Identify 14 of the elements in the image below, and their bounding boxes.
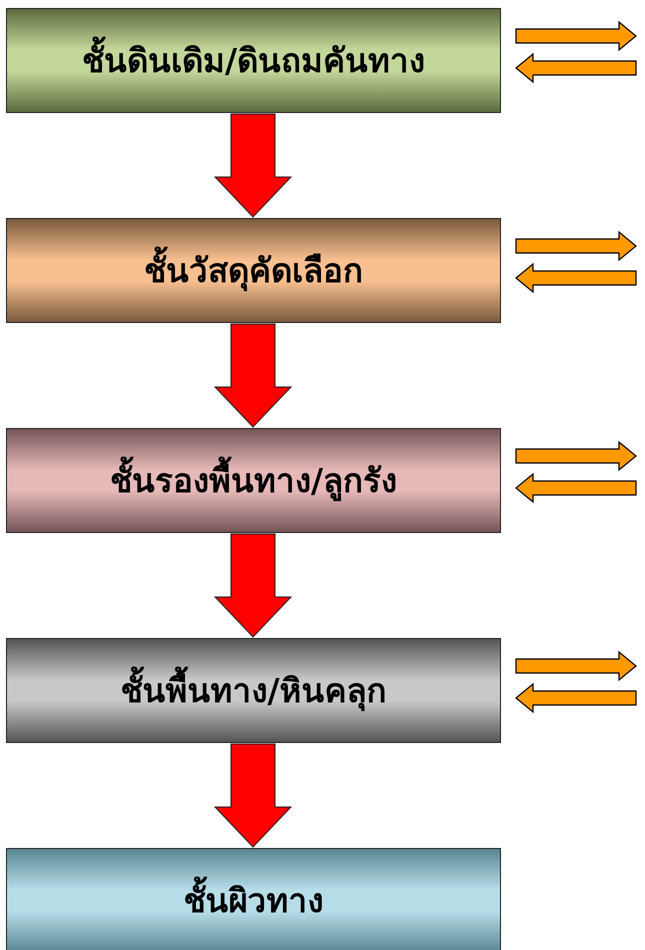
layer-box xyxy=(6,638,501,743)
block-arrow xyxy=(214,744,292,848)
layer-box xyxy=(6,218,501,323)
layer-box xyxy=(6,428,501,533)
block-arrow xyxy=(214,114,292,218)
layer-label: ชั้นวัสดุคัดเลือก xyxy=(144,244,363,297)
layer-box xyxy=(6,8,501,113)
layer-label: ชั้นดินเดิม/ดินถมคันทาง xyxy=(82,34,426,87)
layer-label: ชั้นรองพื้นทาง/ลูกรัง xyxy=(110,454,398,507)
layer-box xyxy=(6,848,501,950)
layer-label: ชั้นพื้นทาง/หินคลุก xyxy=(120,664,387,717)
layer-label: ชั้นผิวทาง xyxy=(184,874,324,927)
block-arrow xyxy=(214,324,292,428)
block-arrow xyxy=(214,534,292,638)
